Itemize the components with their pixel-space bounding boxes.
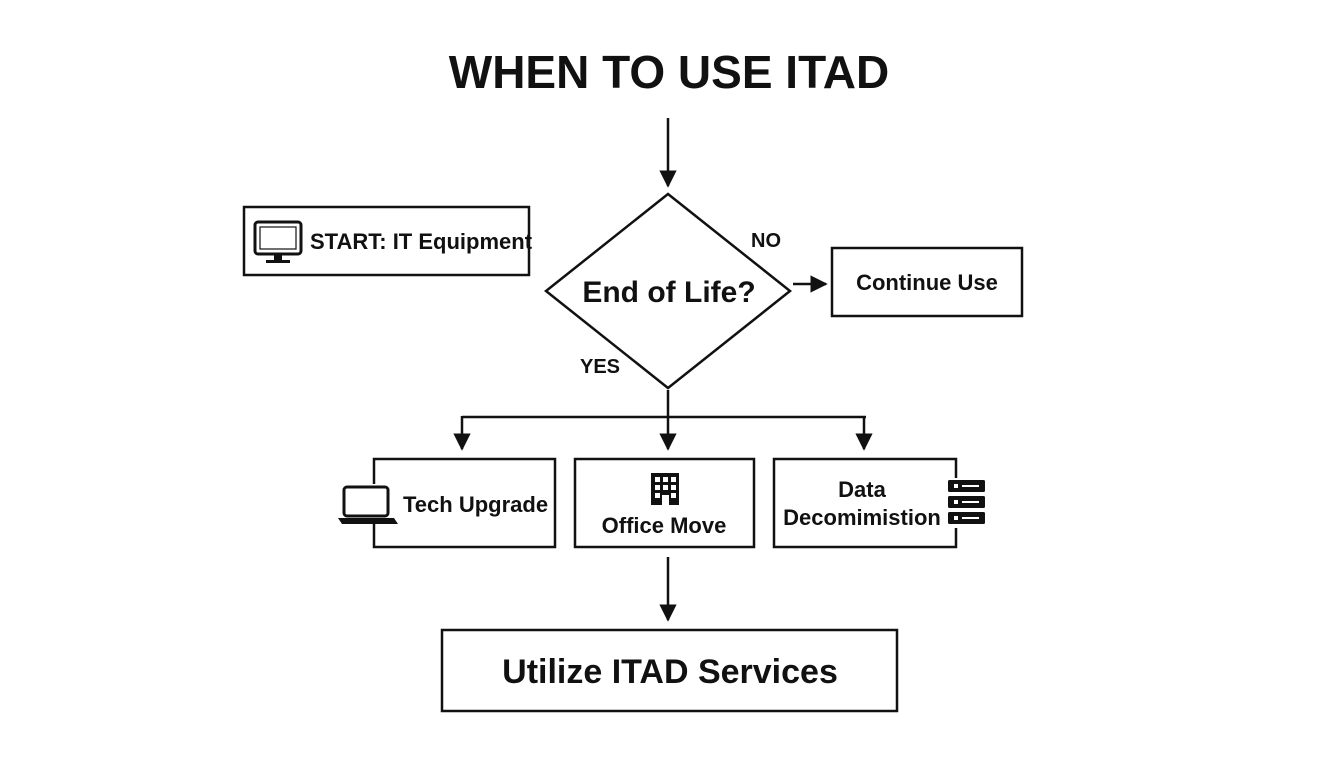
continue-use-label: Continue Use xyxy=(856,270,998,295)
tech-upgrade-node: Tech Upgrade xyxy=(338,457,557,549)
decision-node-label: End of Life? xyxy=(582,276,755,309)
monitor-icon xyxy=(253,220,303,263)
laptop-icon xyxy=(338,484,398,524)
diagram-title: WHEN TO USE ITAD xyxy=(449,46,889,98)
data-decomimistion-node: Data Decomimistion xyxy=(772,457,990,549)
start-node-label: START: IT Equipment xyxy=(310,229,533,254)
itad-services-label: Utilize ITAD Services xyxy=(502,653,838,691)
office-move-label: Office Move xyxy=(602,513,727,538)
server-rack-icon xyxy=(944,478,990,528)
data-decomimistion-label-line1: Data xyxy=(838,477,886,502)
start-node: START: IT Equipment xyxy=(242,205,533,277)
edge-label-no: NO xyxy=(751,230,781,252)
office-building-icon xyxy=(651,473,679,505)
office-move-node: Office Move xyxy=(573,457,756,549)
data-decomimistion-label-line2: Decomimistion xyxy=(783,505,941,530)
tech-upgrade-label: Tech Upgrade xyxy=(403,492,548,517)
branch-connector xyxy=(453,390,873,451)
decision-node: End of Life? xyxy=(543,192,793,390)
continue-use-node: Continue Use xyxy=(830,246,1024,318)
itad-services-node: Utilize ITAD Services xyxy=(440,628,899,713)
edge-label-yes: YES xyxy=(580,356,620,378)
